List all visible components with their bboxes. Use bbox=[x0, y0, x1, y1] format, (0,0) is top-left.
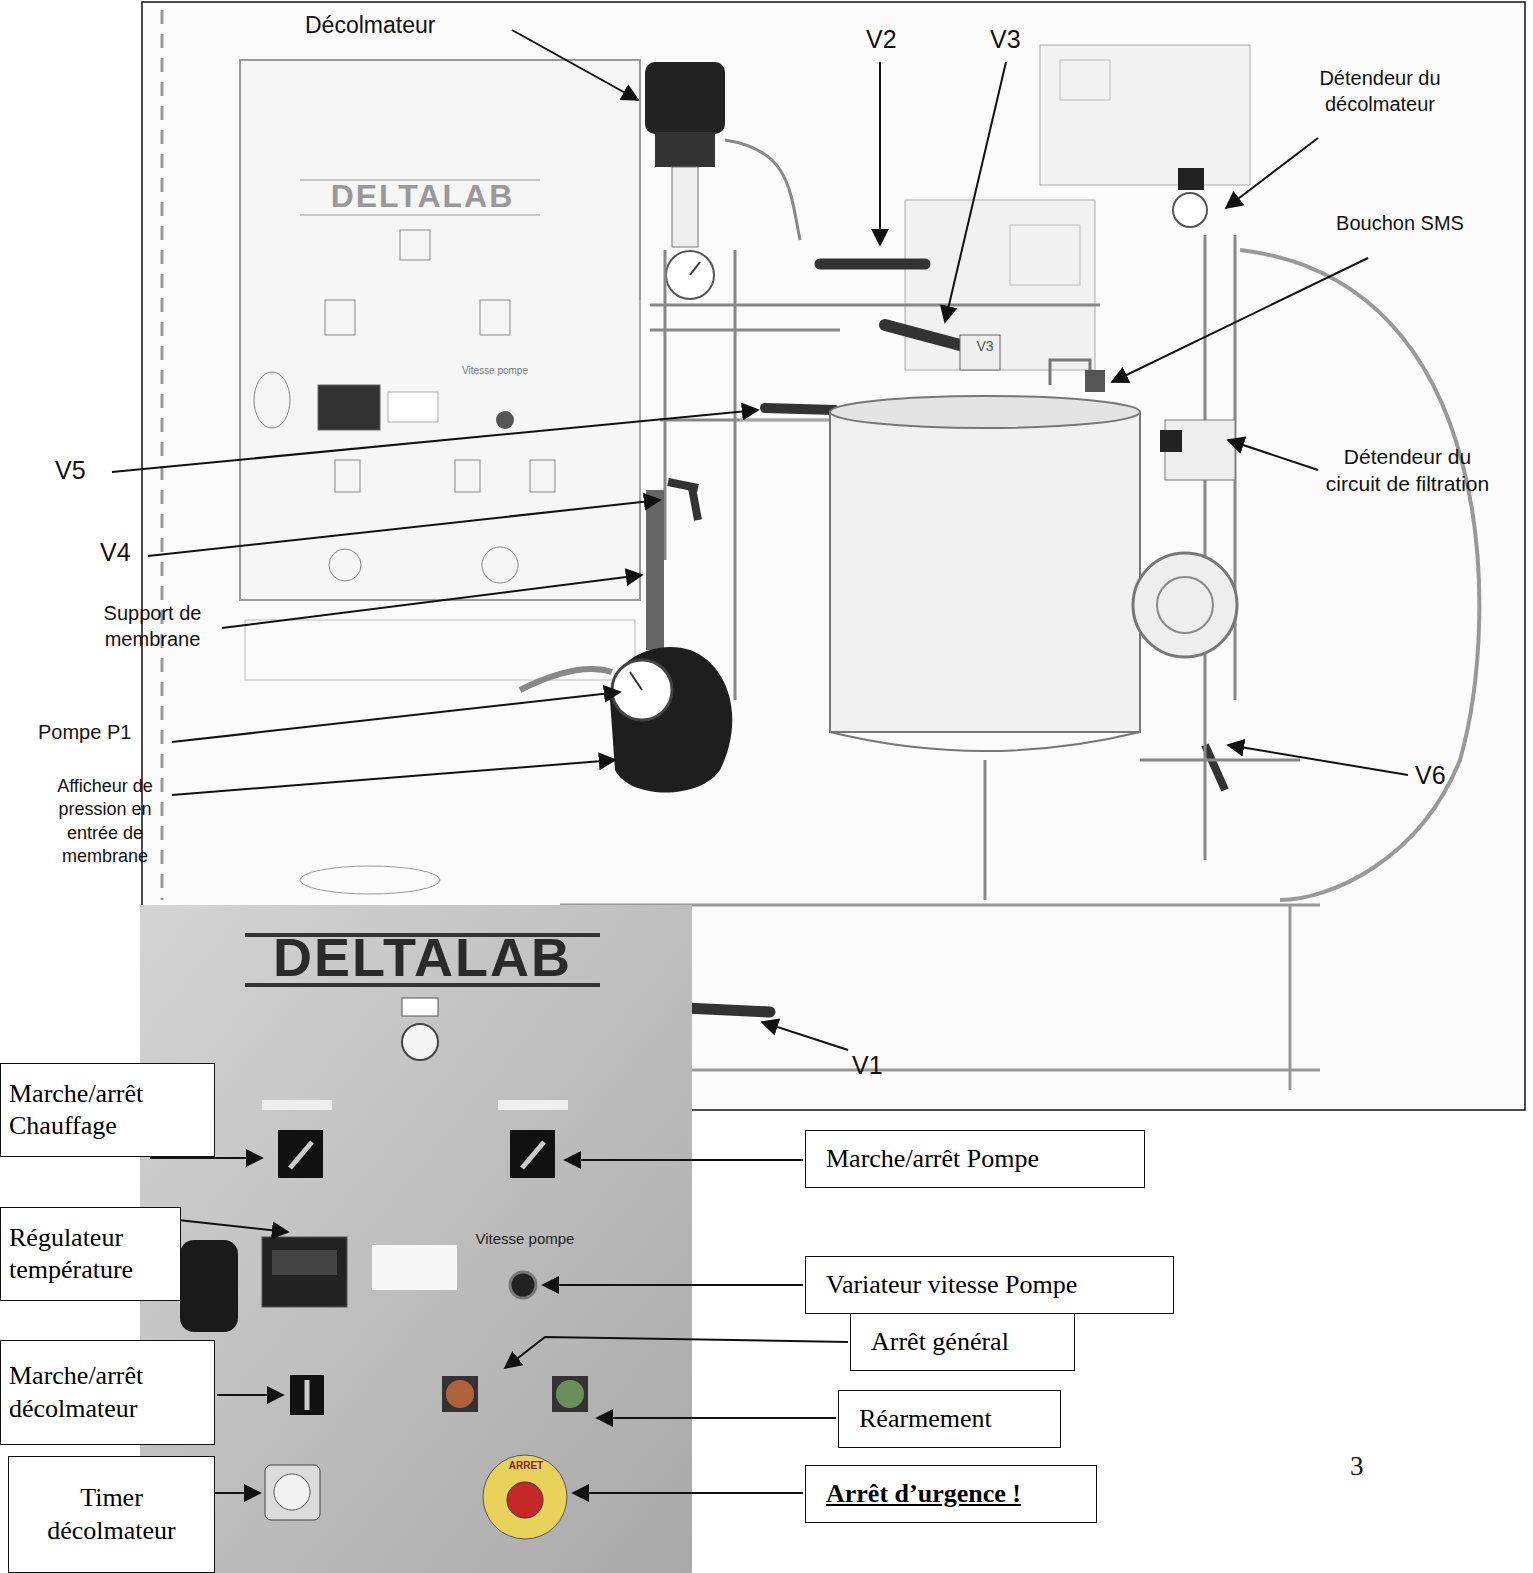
gauge-label: Afficheur de pression en entrée de membr… bbox=[35, 775, 175, 869]
callout-box: Réarmement bbox=[838, 1390, 1061, 1448]
callout-box: Arrêt général bbox=[850, 1313, 1075, 1371]
callout-text: Timer décolmateur bbox=[19, 1482, 204, 1547]
callout-box: Marche/arrêt décolmateur bbox=[0, 1340, 215, 1445]
callout-box: Régulateur température bbox=[0, 1207, 181, 1301]
callout-text: Marche/arrêt Chauffage bbox=[9, 1078, 206, 1143]
brand-logo: DELTALAB bbox=[235, 928, 610, 987]
regulator-label: Détendeur du décolmateur bbox=[1300, 65, 1460, 117]
callout-box: Marche/arrêt Pompe bbox=[805, 1130, 1145, 1188]
valve-label: V5 bbox=[55, 455, 105, 485]
button-text: ARRET bbox=[498, 1460, 554, 1472]
valve-label: V4 bbox=[100, 537, 150, 567]
callout-text: Arrêt d’urgence ! bbox=[826, 1478, 1086, 1511]
handwritten-note: Vitesse pompe bbox=[450, 365, 540, 377]
callout-text: Réarmement bbox=[859, 1403, 1050, 1436]
page-number: 3 bbox=[1350, 1450, 1390, 1482]
valve-label: V6 bbox=[1415, 760, 1465, 790]
valve-label: V3 bbox=[990, 24, 1030, 54]
plug-label: Bouchon SMS bbox=[1330, 210, 1470, 236]
callout-box: Variateur vitesse Pompe bbox=[805, 1256, 1174, 1314]
callout-box: Timer décolmateur bbox=[8, 1456, 215, 1573]
valve-tag: V3 bbox=[965, 338, 1005, 355]
valve-label: V2 bbox=[866, 24, 906, 54]
valve-label: V1 bbox=[852, 1050, 902, 1080]
decolmateur-label: Décolmateur bbox=[305, 12, 515, 40]
brand-logo: DELTALAB bbox=[300, 179, 545, 214]
callout-text: Variateur vitesse Pompe bbox=[826, 1269, 1163, 1302]
callout-box: Marche/arrêt Chauffage bbox=[0, 1063, 215, 1157]
callout-text: Marche/arrêt Pompe bbox=[826, 1143, 1134, 1176]
handwritten-note: Vitesse pompe bbox=[460, 1230, 590, 1248]
regulator-label: Détendeur du circuit de filtration bbox=[1320, 443, 1495, 498]
callout-text: Marche/arrêt décolmateur bbox=[9, 1360, 206, 1425]
callout-text: Régulateur température bbox=[9, 1222, 174, 1287]
callout-text: Arrêt général bbox=[871, 1326, 1064, 1359]
pump-label: Pompe P1 bbox=[38, 720, 178, 744]
callout-box: Arrêt d’urgence ! bbox=[805, 1465, 1097, 1523]
support-label: Support de membrane bbox=[80, 600, 225, 652]
